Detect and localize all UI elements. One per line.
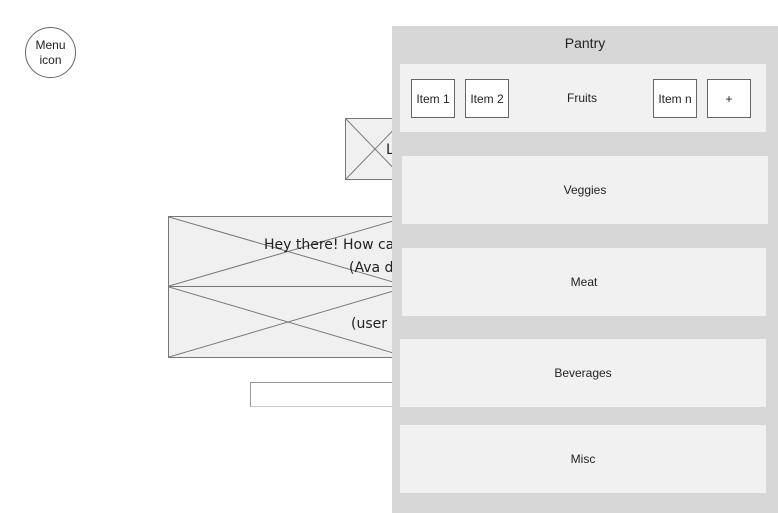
category-veggies[interactable]: Veggies [402,156,768,224]
fruits-item-n[interactable]: Item n [653,79,697,118]
category-label-misc: Misc [570,452,596,466]
category-fruits[interactable]: Item 1 Item 2 Fruits Item n + [400,64,766,132]
category-meat[interactable]: Meat [402,248,766,316]
placeholder-cross-icon [169,287,407,357]
user-message-placeholder: (user [168,286,408,358]
pantry-panel: Pantry Item 1 Item 2 Fruits Item n + Veg… [392,26,778,513]
ava-message-text: Hey there! How ca [264,237,395,253]
category-label-beverages: Beverages [554,366,612,380]
user-caption: (user [351,316,387,332]
placeholder-cross-icon [169,217,407,286]
category-beverages[interactable]: Beverages [400,339,766,407]
ava-caption: (Ava d [349,260,394,276]
pantry-title: Pantry [564,35,606,51]
fruits-item-2[interactable]: Item 2 [465,79,509,118]
category-label-meat: Meat [570,275,598,289]
menu-icon[interactable]: Menu icon [25,27,76,78]
category-label-fruits: Fruits [567,91,597,105]
category-misc[interactable]: Misc [400,425,766,493]
menu-icon-label: Menu icon [35,37,66,67]
ava-message-placeholder: Hey there! How ca (Ava d [168,216,408,287]
fruits-item-1[interactable]: Item 1 [411,79,455,118]
category-label-veggies: Veggies [563,183,607,197]
add-item-button[interactable]: + [707,79,751,118]
logo-text: L [386,142,394,158]
chat-input[interactable] [250,382,408,407]
